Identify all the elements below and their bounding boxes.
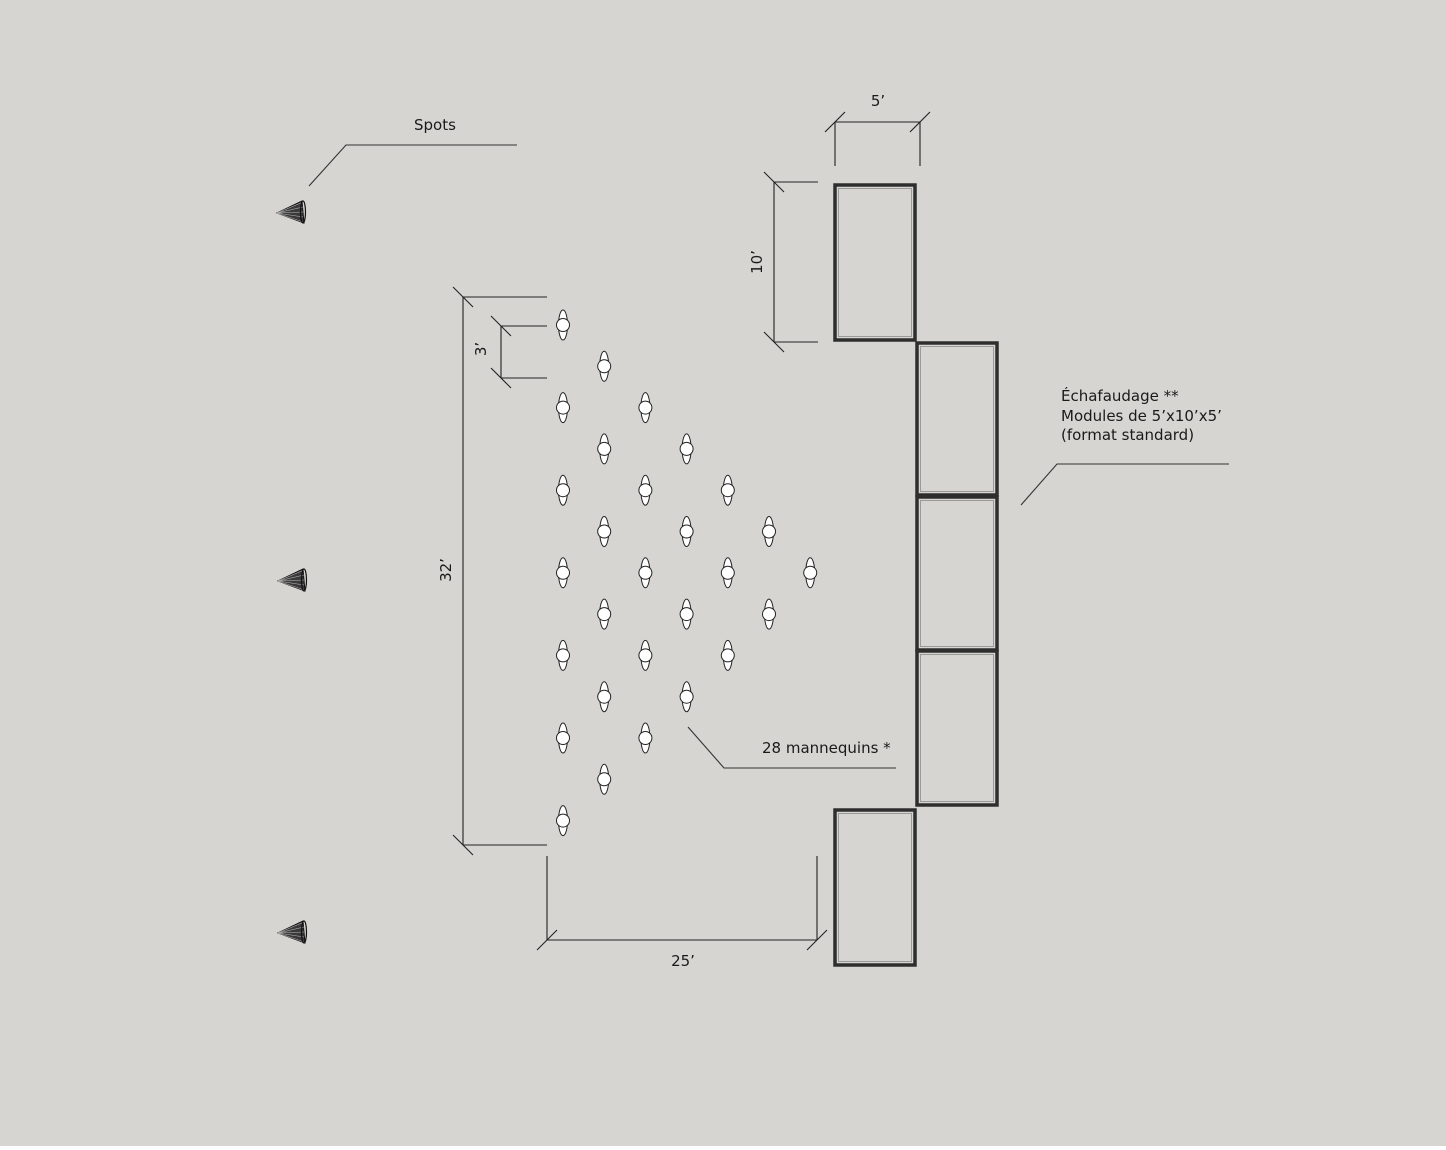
mannequin-icon bbox=[720, 639, 735, 671]
scaffold-label-line2: Modules de 5’x10’x5’ bbox=[1061, 407, 1222, 425]
mannequin-icon bbox=[638, 722, 653, 754]
spotlight-icon bbox=[276, 920, 308, 944]
mannequin-icon bbox=[638, 639, 653, 671]
mannequin-icon bbox=[597, 433, 612, 465]
spots-group bbox=[275, 200, 308, 944]
scaffold-modules bbox=[833, 183, 999, 967]
mannequin-icon bbox=[556, 805, 570, 837]
mannequin-icon bbox=[597, 516, 612, 547]
mannequin-icon bbox=[679, 598, 694, 630]
dimension-5ft: 5’ bbox=[824, 92, 931, 166]
mannequin-icon bbox=[638, 557, 653, 589]
mannequin-icon bbox=[556, 557, 570, 589]
mannequins-label: 28 mannequins * bbox=[762, 739, 891, 757]
spotlight-icon bbox=[276, 568, 308, 592]
scaffold-leader-line bbox=[1020, 463, 1229, 506]
scaffold-module bbox=[833, 808, 917, 967]
mannequin-icon bbox=[679, 433, 694, 465]
mannequins-group bbox=[556, 309, 818, 837]
mannequin-icon bbox=[556, 392, 570, 424]
mannequin-icon bbox=[638, 474, 653, 506]
spots-label: Spots bbox=[414, 116, 456, 134]
mannequin-icon bbox=[597, 763, 612, 795]
dimension-10ft: 10’ bbox=[748, 171, 818, 353]
dimension-3ft: 3’ bbox=[472, 315, 547, 389]
scaffold-module bbox=[915, 495, 999, 652]
mannequin-icon bbox=[679, 516, 694, 547]
dimension-32ft-label: 32’ bbox=[437, 558, 455, 582]
dimension-5ft-label: 5’ bbox=[871, 92, 885, 110]
mannequin-icon bbox=[597, 350, 612, 382]
dimension-25ft-label: 25’ bbox=[671, 952, 695, 970]
mannequin-icon bbox=[597, 681, 612, 713]
mannequin-icon bbox=[720, 557, 735, 589]
mannequin-icon bbox=[556, 722, 570, 754]
spotlight-icon bbox=[275, 200, 307, 224]
mannequins-leader-line bbox=[687, 726, 896, 769]
mannequin-icon bbox=[597, 598, 612, 630]
scaffold-label-line1: Échafaudage ** bbox=[1061, 386, 1179, 405]
scaffold-module bbox=[915, 341, 999, 497]
dimension-25ft: 25’ bbox=[536, 856, 828, 970]
mannequin-icon bbox=[762, 598, 776, 630]
dimension-10ft-label: 10’ bbox=[748, 250, 766, 274]
spots-leader-line bbox=[308, 144, 517, 187]
mannequin-icon bbox=[556, 309, 570, 341]
mannequin-icon bbox=[679, 681, 694, 713]
mannequin-icon bbox=[556, 639, 570, 671]
dimension-32ft: 32’ bbox=[437, 286, 547, 856]
mannequin-icon bbox=[803, 557, 818, 589]
mannequin-icon bbox=[638, 392, 653, 424]
mannequin-icon bbox=[720, 474, 735, 506]
scaffold-label-line3: (format standard) bbox=[1061, 426, 1194, 444]
scaffold-module bbox=[915, 649, 999, 807]
scaffold-module bbox=[833, 183, 917, 342]
dimension-3ft-label: 3’ bbox=[472, 342, 490, 356]
mannequin-icon bbox=[556, 474, 570, 506]
mannequin-icon bbox=[762, 516, 776, 547]
